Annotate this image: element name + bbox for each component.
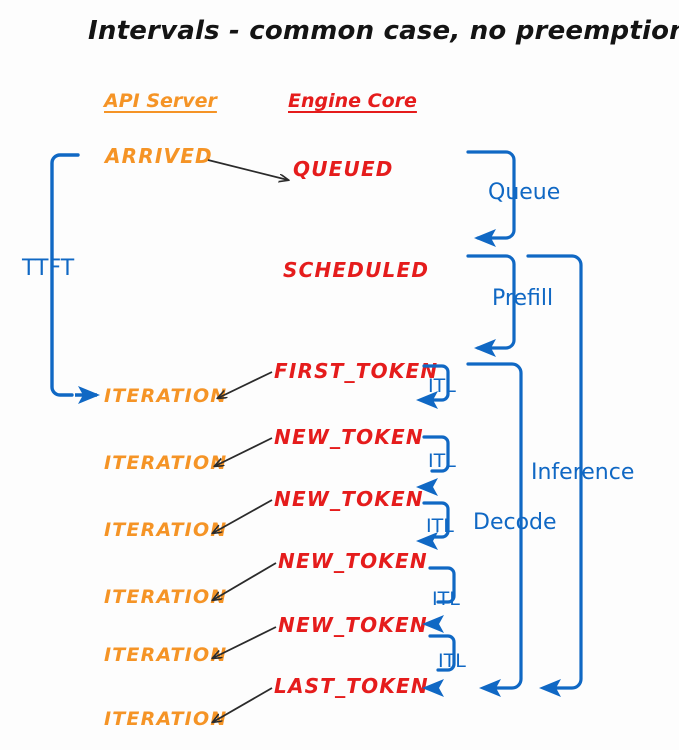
state-iteration-4: ITERATION xyxy=(104,586,228,608)
state-new-token-5: NEW_TOKEN xyxy=(278,613,428,637)
state-arrived: ARRIVED xyxy=(105,144,213,168)
state-scheduled: SCHEDULED xyxy=(283,258,430,282)
page-title: Intervals - common case, no preemptions xyxy=(88,16,679,46)
interval-label-prefill: Prefill xyxy=(492,286,554,311)
interval-itl-4: ITL xyxy=(432,588,460,610)
state-iteration-1: ITERATION xyxy=(104,385,228,407)
state-first-token: FIRST_TOKEN xyxy=(274,359,439,383)
interval-label-decode: Decode xyxy=(473,510,557,535)
state-iteration-2: ITERATION xyxy=(104,452,228,474)
state-last-token: LAST_TOKEN xyxy=(274,674,429,698)
state-new-token-3: NEW_TOKEN xyxy=(274,487,424,511)
interval-label-queue: Queue xyxy=(488,180,561,205)
arrow-arrived-to-queued xyxy=(207,159,288,180)
state-iteration-5: ITERATION xyxy=(104,644,228,666)
interval-itl-5: ITL xyxy=(438,650,466,672)
state-iteration-6: ITERATION xyxy=(104,708,228,730)
column-header-engine-core: Engine Core xyxy=(288,90,417,112)
interval-itl-2: ITL xyxy=(428,450,456,472)
state-queued: QUEUED xyxy=(293,157,394,181)
state-iteration-3: ITERATION xyxy=(104,519,228,541)
column-header-api-server: API Server xyxy=(104,90,217,112)
interval-label-inference: Inference xyxy=(531,460,635,485)
interval-label-ttft: TTFT xyxy=(22,256,75,281)
interval-itl-1: ITL xyxy=(428,375,456,397)
interval-itl-3: ITL xyxy=(426,515,454,537)
state-new-token-4: NEW_TOKEN xyxy=(278,549,428,573)
state-new-token-2: NEW_TOKEN xyxy=(274,425,424,449)
